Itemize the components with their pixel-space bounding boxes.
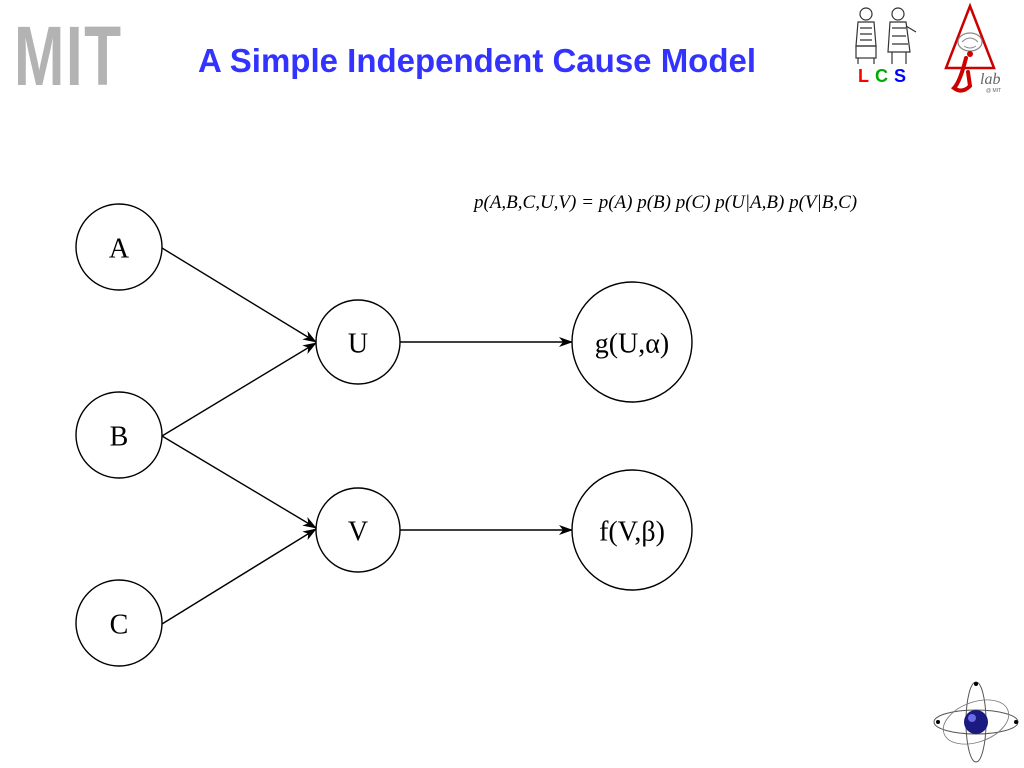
- edge-a-u: [161, 247, 317, 343]
- joint-probability-equation: p(A,B,C,U,V) = p(A) p(B) p(C) p(U|A,B) p…: [474, 192, 858, 213]
- node-b: [75, 391, 163, 479]
- node-b-label: B: [110, 422, 129, 453]
- edge-c-v: [161, 528, 317, 625]
- lcs-letter-c: C: [875, 66, 888, 86]
- node-c-label: C: [110, 610, 129, 641]
- ilab-logo: lab @ MIT: [944, 2, 1001, 94]
- lcs-letter-l: L: [858, 66, 869, 86]
- globe-orbit-logo: [933, 681, 1019, 763]
- mit-logo: MIT: [14, 9, 123, 103]
- node-c: [75, 579, 163, 667]
- edge-b-u: [161, 342, 317, 437]
- ilab-subtext: @ MIT: [986, 88, 1001, 94]
- node-g-label: g(U,α): [595, 329, 670, 360]
- node-v-label: V: [348, 517, 368, 548]
- ilab-text: lab: [980, 71, 1000, 88]
- node-g: [571, 281, 693, 403]
- slide-title: A Simple Independent Cause Model: [198, 42, 757, 79]
- edge-b-v: [161, 435, 317, 529]
- lcs-letter-s: S: [894, 66, 907, 86]
- node-a-label: A: [109, 234, 130, 265]
- node-f-label: f(V,β): [599, 517, 665, 548]
- lcs-logo: [855, 7, 917, 64]
- node-u: [315, 299, 401, 385]
- node-v: [315, 487, 401, 573]
- node-u-label: U: [348, 329, 368, 360]
- node-a: [75, 203, 163, 291]
- node-f: [571, 469, 693, 591]
